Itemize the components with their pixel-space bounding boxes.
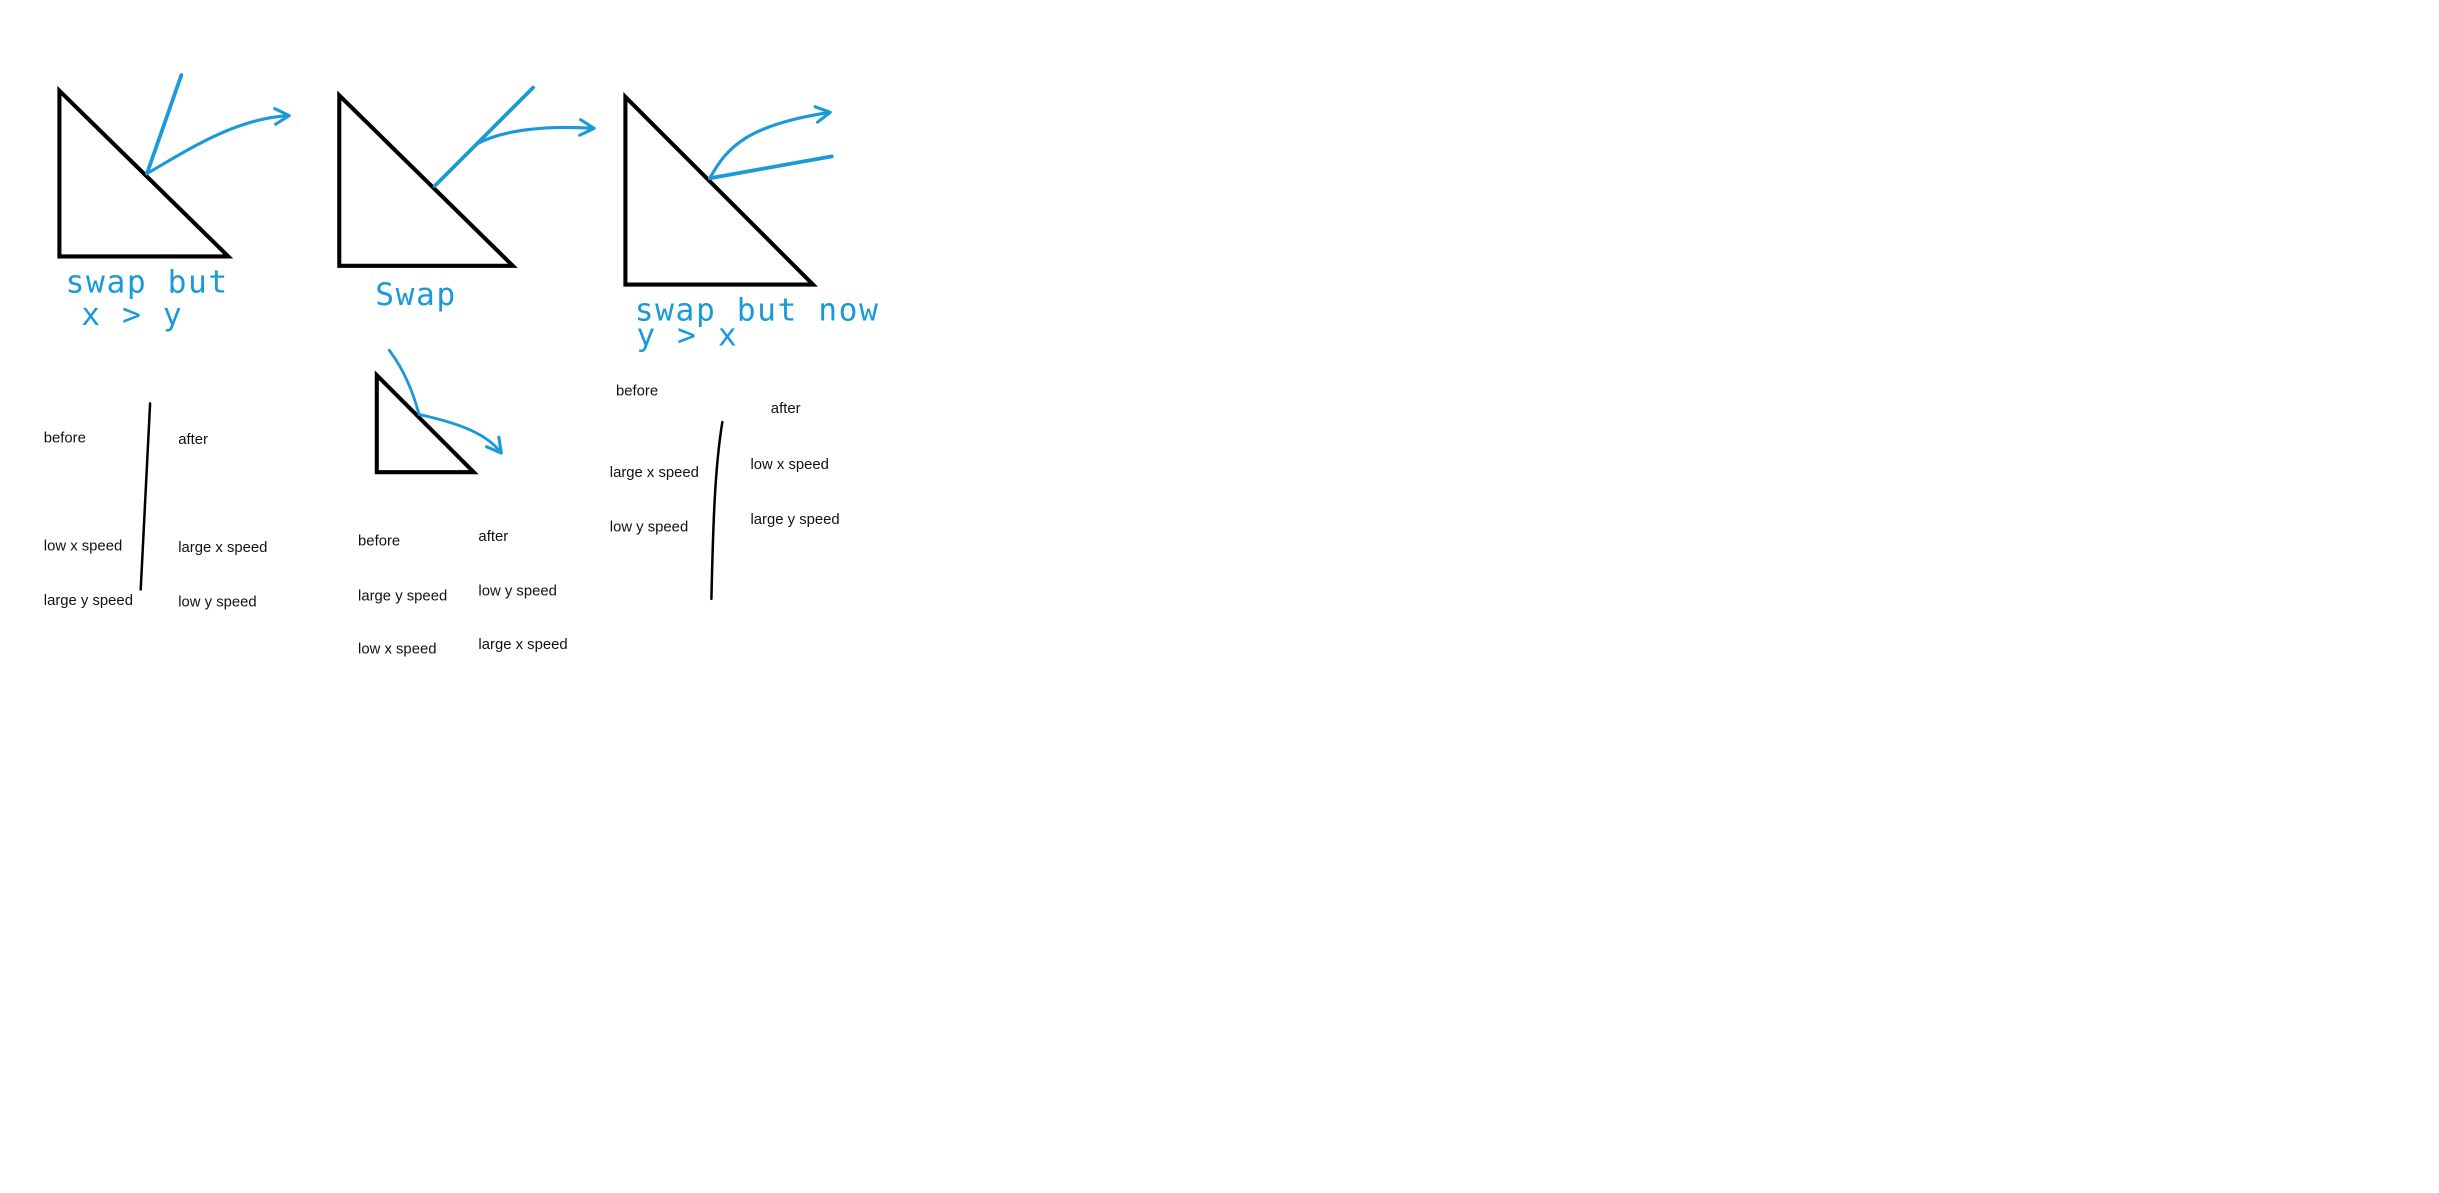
after-line-1: large x speed: [178, 539, 268, 557]
triangle-panel-1: [57, 85, 234, 259]
before-block-panel-2: before large y speed low x speed: [358, 497, 447, 695]
caption-panel-2-line1: Swap: [375, 275, 457, 313]
before-line-1: large x speed: [609, 464, 699, 482]
after-line-1: low y speed: [478, 582, 557, 600]
triangle-panel-3: [623, 92, 818, 287]
after-block-panel-3: low x speed large y speed: [750, 421, 839, 565]
small-incoming-ray-panel-2: [387, 348, 421, 416]
before-heading: before: [358, 533, 401, 551]
after-line-2: large y speed: [750, 510, 840, 528]
after-line-2: low y speed: [178, 593, 257, 611]
after-block-panel-1: after large x speed low y speed: [178, 396, 267, 648]
before-line-2: large y speed: [43, 591, 133, 609]
caption-panel-1-line1: swap but: [65, 262, 229, 301]
before-line-1: large y speed: [358, 587, 448, 605]
before-heading-panel-3: before: [616, 383, 659, 401]
after-line-1: low x speed: [750, 456, 829, 474]
before-line-2: low y speed: [609, 518, 689, 536]
before-block-panel-1: before low x speed large y speed: [44, 394, 133, 646]
small-outgoing-arrow-panel-2: [417, 412, 503, 455]
outgoing-arrow-panel-1: [145, 107, 291, 176]
after-heading-panel-3: after: [770, 400, 801, 418]
incoming-ray-panel-3: [707, 154, 834, 181]
incoming-ray-panel-2: [432, 85, 536, 188]
small-triangle-panel-2: [374, 370, 479, 475]
before-block-panel-3: large x speed low y speed: [610, 428, 699, 572]
after-line-2: large x speed: [478, 636, 568, 654]
incoming-ray-panel-1: [145, 73, 184, 176]
before-line-2: low x speed: [358, 641, 437, 659]
divider-line-panel-3: [710, 420, 724, 601]
caption-panel-1-line2: x > y: [81, 295, 184, 334]
after-heading: after: [478, 528, 509, 546]
after-heading: after: [178, 431, 208, 449]
after-block-panel-2: after low y speed large x speed: [478, 493, 567, 691]
outgoing-arrow-panel-2: [475, 118, 596, 146]
caption-panel-3-line1: swap but now: [634, 290, 880, 329]
before-heading: before: [43, 429, 86, 448]
divider-line-panel-1: [139, 402, 152, 591]
triangle-panel-2: [337, 90, 518, 268]
caption-panel-3-line2: y > x: [636, 315, 739, 354]
before-line-1: low x speed: [43, 537, 123, 556]
outgoing-arrow-panel-3: [708, 105, 832, 180]
